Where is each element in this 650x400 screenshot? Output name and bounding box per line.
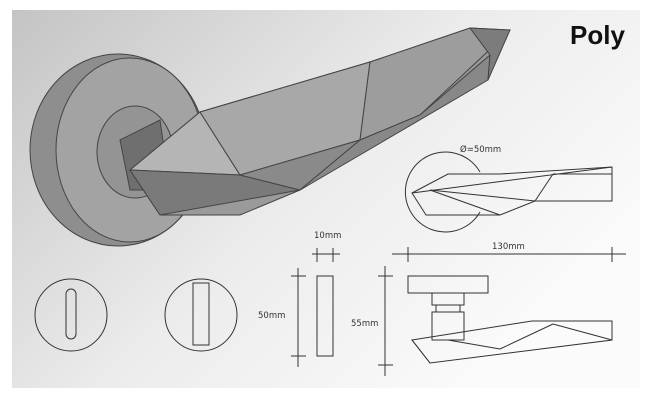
top-view-drawing <box>404 151 613 233</box>
projection-dimension-line <box>378 266 393 376</box>
width-label: 10mm <box>314 231 341 241</box>
side-view-drawing <box>407 275 613 364</box>
keyhole-escutcheon <box>34 278 108 352</box>
length-dimension-line <box>392 247 626 262</box>
handle-render <box>29 27 512 247</box>
blank-escutcheon <box>164 278 238 352</box>
escutcheon-height-label: 50mm <box>258 311 285 321</box>
diameter-label: Ø=50mm <box>460 144 501 155</box>
projection-label: 55mm <box>351 319 378 329</box>
lever-section-drawing <box>291 248 340 367</box>
length-label: 130mm <box>492 242 525 252</box>
product-name: Poly <box>570 20 625 50</box>
